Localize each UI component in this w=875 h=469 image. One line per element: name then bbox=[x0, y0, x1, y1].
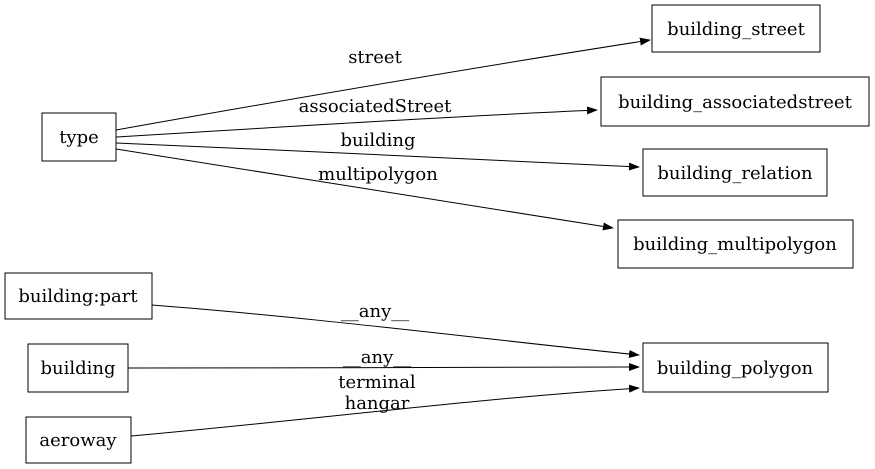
edge-label-terminal: terminal bbox=[338, 372, 416, 393]
node-building-part-box bbox=[4, 272, 153, 320]
node-type-label: type bbox=[59, 127, 99, 148]
edge-type-building_relation bbox=[115, 142, 640, 171]
node-building-polygon: building_polygon bbox=[642, 342, 829, 393]
node-building-street-box bbox=[651, 4, 821, 53]
node-building-label: building bbox=[40, 358, 115, 379]
node-building-relation-label: building_relation bbox=[657, 163, 813, 184]
edge-building-part-building_polygon bbox=[151, 304, 640, 358]
edge-building-building_polygon bbox=[127, 363, 640, 372]
node-building-street-label: building_street bbox=[667, 19, 805, 40]
edge-label-associatedstreet: associatedStreet bbox=[299, 96, 452, 117]
node-building: building bbox=[27, 343, 129, 393]
node-aeroway-label: aeroway bbox=[39, 430, 117, 451]
node-aeroway-box bbox=[25, 416, 132, 464]
edge-type-building_street bbox=[115, 37, 651, 131]
edge-label-group: street associatedStreet building multipo… bbox=[299, 47, 452, 414]
node-building-multipolygon-box bbox=[617, 219, 854, 269]
edge-aeroway-building_polygon bbox=[130, 384, 640, 437]
node-building-associatedstreet-label: building_associatedstreet bbox=[618, 92, 852, 113]
node-building-part: building:part bbox=[4, 272, 153, 320]
node-type: type bbox=[41, 112, 117, 162]
node-building-part-label: building:part bbox=[18, 286, 138, 307]
node-building-associatedstreet-box bbox=[600, 76, 870, 127]
node-building-relation-box bbox=[642, 148, 828, 197]
edge-label-hangar: hangar bbox=[345, 393, 410, 414]
node-aeroway: aeroway bbox=[25, 416, 132, 464]
edge-label-any-building: __any__ bbox=[343, 347, 412, 368]
node-building-relation: building_relation bbox=[642, 148, 828, 197]
edge-label-multipolygon: multipolygon bbox=[318, 164, 438, 185]
node-building-street: building_street bbox=[651, 4, 821, 53]
node-group: type building:part building aeroway buil… bbox=[4, 4, 870, 464]
edge-label-any-building-part: __any__ bbox=[341, 301, 410, 322]
edge-type-building_associatedstreet bbox=[115, 106, 598, 138]
node-building-polygon-box bbox=[642, 342, 829, 393]
node-building-box bbox=[27, 343, 129, 393]
node-building-multipolygon-label: building_multipolygon bbox=[633, 234, 837, 255]
node-building-multipolygon: building_multipolygon bbox=[617, 219, 854, 269]
node-building-associatedstreet: building_associatedstreet bbox=[600, 76, 870, 127]
edge-group bbox=[115, 37, 651, 437]
edge-label-building: building bbox=[340, 130, 415, 151]
edge-label-street: street bbox=[348, 47, 402, 68]
node-building-polygon-label: building_polygon bbox=[657, 358, 814, 379]
node-type-box bbox=[41, 112, 117, 162]
edge-type-building_multipolygon bbox=[115, 148, 614, 231]
